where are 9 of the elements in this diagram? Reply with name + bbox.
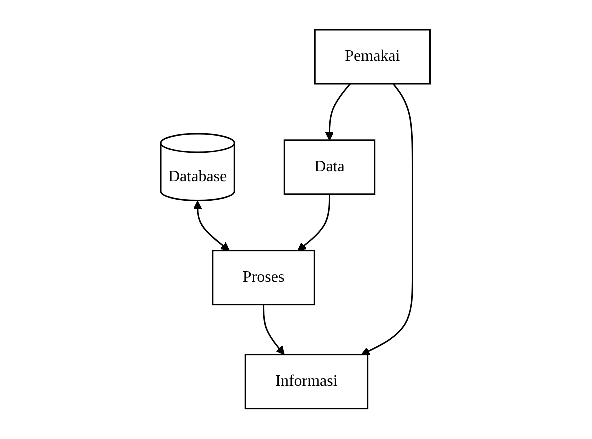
arrow (326, 84, 352, 141)
node-box: Pemakai (314, 29, 432, 85)
node-box: Data (284, 140, 376, 196)
node-box: Proses (212, 250, 316, 306)
arrow (194, 200, 230, 252)
arrow (263, 304, 286, 356)
arrow (362, 84, 414, 356)
arrow (298, 194, 331, 252)
node-box: Informasi (245, 354, 369, 410)
